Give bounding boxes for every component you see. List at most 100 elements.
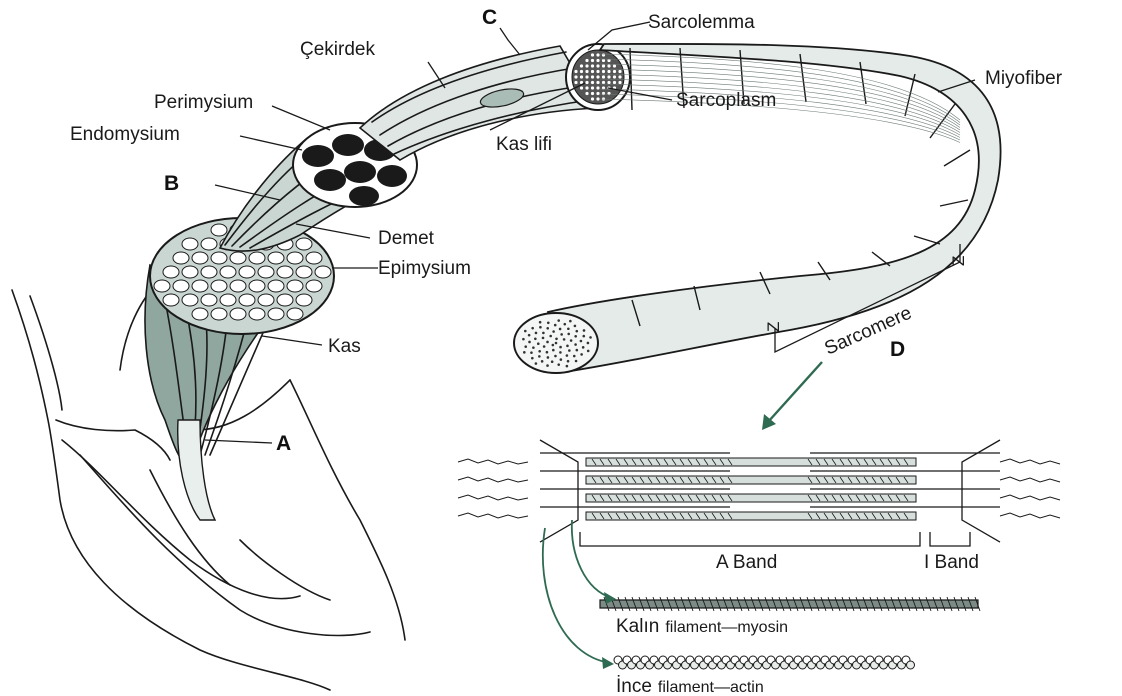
filament-rows: [458, 453, 1060, 520]
end-dot: [546, 364, 549, 367]
fibril-line: [600, 74, 960, 130]
fascicle-cell: [201, 238, 217, 250]
edge-filament: [1000, 477, 1060, 482]
fascicle-cell: [154, 280, 170, 292]
label-z-right: Z: [949, 256, 968, 266]
myofibril-dot: [596, 59, 599, 62]
end-dot: [569, 320, 572, 323]
fascicle-cell: [192, 280, 208, 292]
fibril-line: [600, 79, 960, 133]
end-dot: [570, 339, 573, 342]
fascicle-cell: [296, 238, 312, 250]
label-ince-rest: filament—actin: [658, 679, 764, 696]
fibril-line: [600, 99, 960, 143]
myofibril-dot: [574, 70, 577, 73]
myofibril-dot: [607, 92, 610, 95]
fascicle-cell: [230, 252, 246, 264]
end-dot: [574, 335, 577, 338]
label-thick-filament: Kalınfilament—myosin: [616, 616, 788, 637]
end-dot: [531, 357, 534, 360]
fascicle-cell: [192, 252, 208, 264]
myofibril-dot: [618, 81, 621, 84]
myofibril-dot: [585, 75, 588, 78]
label-perimysium: Perimysium: [154, 92, 253, 113]
end-dot: [539, 321, 542, 324]
myofibril-dot: [585, 86, 588, 89]
myofibril-dot: [596, 97, 599, 100]
myofibril-dot: [596, 70, 599, 73]
label-z-left: Z: [764, 322, 783, 332]
end-dot: [546, 351, 549, 354]
label-sarcolemma: Sarcolemma: [648, 12, 755, 33]
fascicle-cell: [306, 252, 322, 264]
fascicle-cell: [306, 280, 322, 292]
end-dot: [557, 319, 560, 322]
end-dot: [573, 355, 576, 358]
myofibril-dot: [574, 81, 577, 84]
myofibril-dot: [613, 70, 616, 73]
end-dot: [559, 346, 562, 349]
fascicle-cell: [192, 308, 208, 320]
end-dot: [557, 363, 560, 366]
myofibril-dot: [602, 70, 605, 73]
end-dot: [554, 324, 557, 327]
end-dot: [546, 327, 549, 330]
arrow-head-icon: [602, 657, 614, 669]
edge-filament: [1000, 513, 1060, 518]
label-a: A: [276, 432, 291, 455]
end-dot: [552, 349, 555, 352]
label-sarcoplasm: Sarcoplasm: [676, 90, 776, 111]
fascicle-cell: [249, 252, 265, 264]
end-dot: [547, 321, 550, 324]
label-thin-filament: İncefilament—actin: [616, 676, 764, 696]
myofibril-dot: [585, 92, 588, 95]
end-dot: [524, 345, 527, 348]
edge-filament: [1000, 495, 1060, 500]
fascicle-cell: [182, 266, 198, 278]
fascicle-cell: [287, 252, 303, 264]
end-dot: [574, 325, 577, 328]
end-dot: [542, 337, 545, 340]
end-dot: [547, 356, 550, 359]
myofibril-dot: [585, 64, 588, 67]
myofibril-dot: [596, 92, 599, 95]
end-dot: [528, 341, 531, 344]
fascicle-cell: [277, 266, 293, 278]
myofibril-dot: [602, 81, 605, 84]
myofibril-dot: [618, 70, 621, 73]
end-dot: [568, 349, 571, 352]
end-dot: [575, 360, 578, 363]
fascicle-cell: [163, 266, 179, 278]
fascicle-cell: [201, 294, 217, 306]
end-dot: [560, 358, 563, 361]
end-dot: [563, 323, 566, 326]
end-dot: [546, 341, 549, 344]
myofibril-dot: [607, 75, 610, 78]
myofibril-dot: [596, 81, 599, 84]
myofibril-dot: [591, 92, 594, 95]
myofibril-dot: [596, 64, 599, 67]
end-dot: [563, 338, 566, 341]
striation-line: [914, 236, 940, 244]
end-dot: [534, 338, 537, 341]
end-dot: [567, 333, 570, 336]
label-epimysium: Epimysium: [378, 258, 471, 279]
end-dot: [559, 328, 562, 331]
end-dot: [543, 345, 546, 348]
striation-line: [940, 200, 968, 206]
end-dot: [566, 345, 569, 348]
fascicle-cell: [287, 308, 303, 320]
fascicle-cell: [268, 252, 284, 264]
end-dot: [566, 354, 569, 357]
end-dot: [567, 327, 570, 330]
fascicle-cell: [201, 266, 217, 278]
myofibril-dot: [591, 70, 594, 73]
myofibril-dot: [580, 75, 583, 78]
fascicle-cell: [239, 294, 255, 306]
fascicle-cell: [239, 266, 255, 278]
myofibril-dot: [613, 81, 616, 84]
striation-line: [944, 150, 970, 166]
label-kas-lifi: Kas lifi: [496, 134, 552, 155]
fascicle-cell: [173, 280, 189, 292]
end-dot: [552, 330, 555, 333]
